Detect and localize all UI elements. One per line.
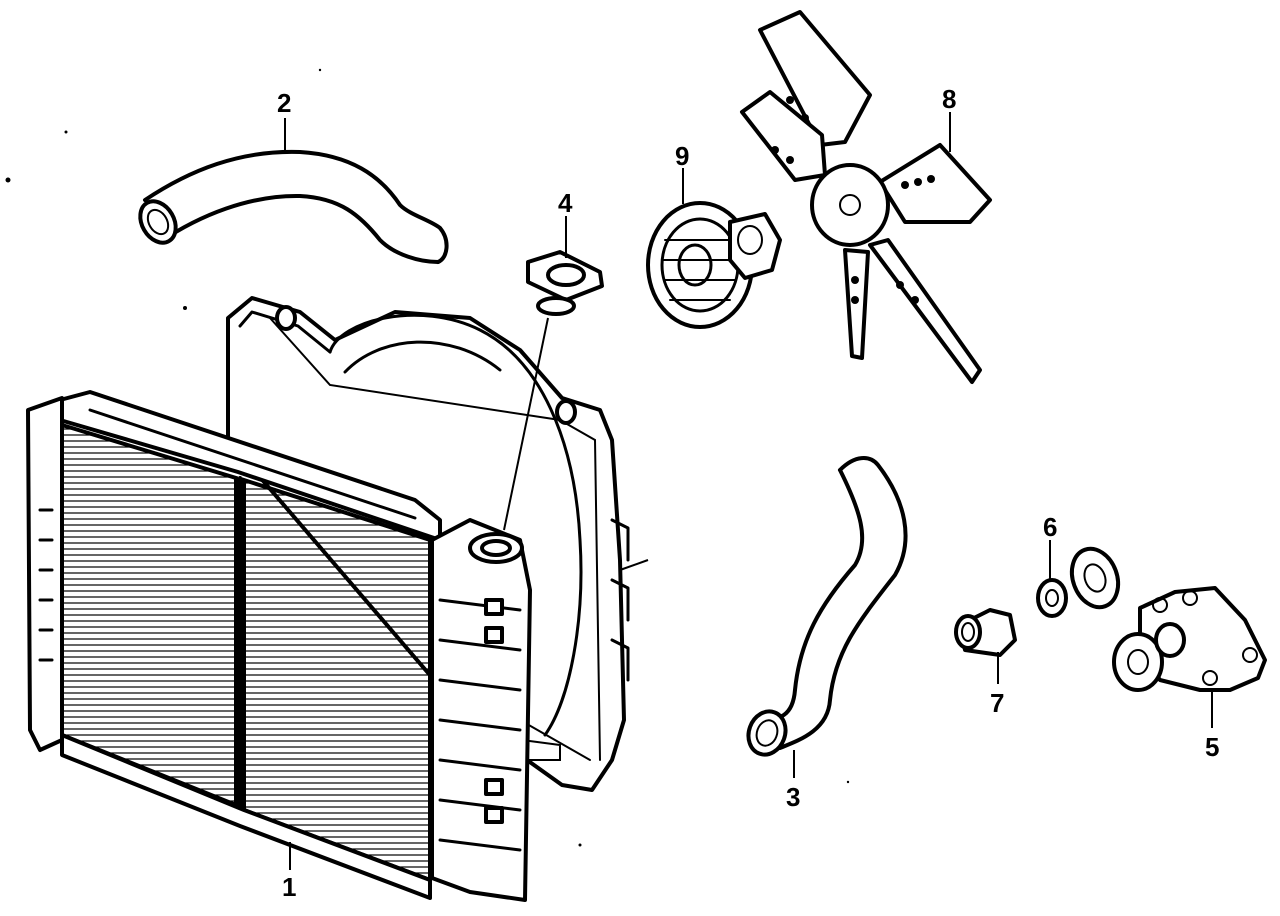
thermostat: [1036, 578, 1068, 618]
water-pump: [1112, 586, 1267, 692]
radiator-cap: [503, 250, 604, 531]
thermostat-gasket: [1069, 546, 1121, 610]
callout-4: 4: [558, 188, 573, 218]
radiator: [26, 390, 532, 902]
callout-7: 7: [990, 688, 1004, 718]
lower-radiator-hose: [746, 456, 908, 757]
callout-3: 3: [786, 782, 800, 812]
callout-labels: 1 2 3 4 5 6 7 8 9: [277, 84, 1219, 902]
callout-6: 6: [1043, 512, 1057, 542]
fan-clutch: [646, 201, 782, 329]
callout-9: 9: [675, 141, 689, 171]
callout-8: 8: [942, 84, 956, 114]
leader-lines: [284, 112, 1213, 870]
callout-2: 2: [277, 88, 291, 118]
thermostat-housing: [954, 608, 1017, 657]
callout-5: 5: [1205, 732, 1219, 762]
scan-specks: [5, 68, 850, 847]
upper-radiator-hose: [138, 149, 449, 264]
fan-blade: [740, 10, 992, 384]
callout-1: 1: [282, 872, 296, 902]
